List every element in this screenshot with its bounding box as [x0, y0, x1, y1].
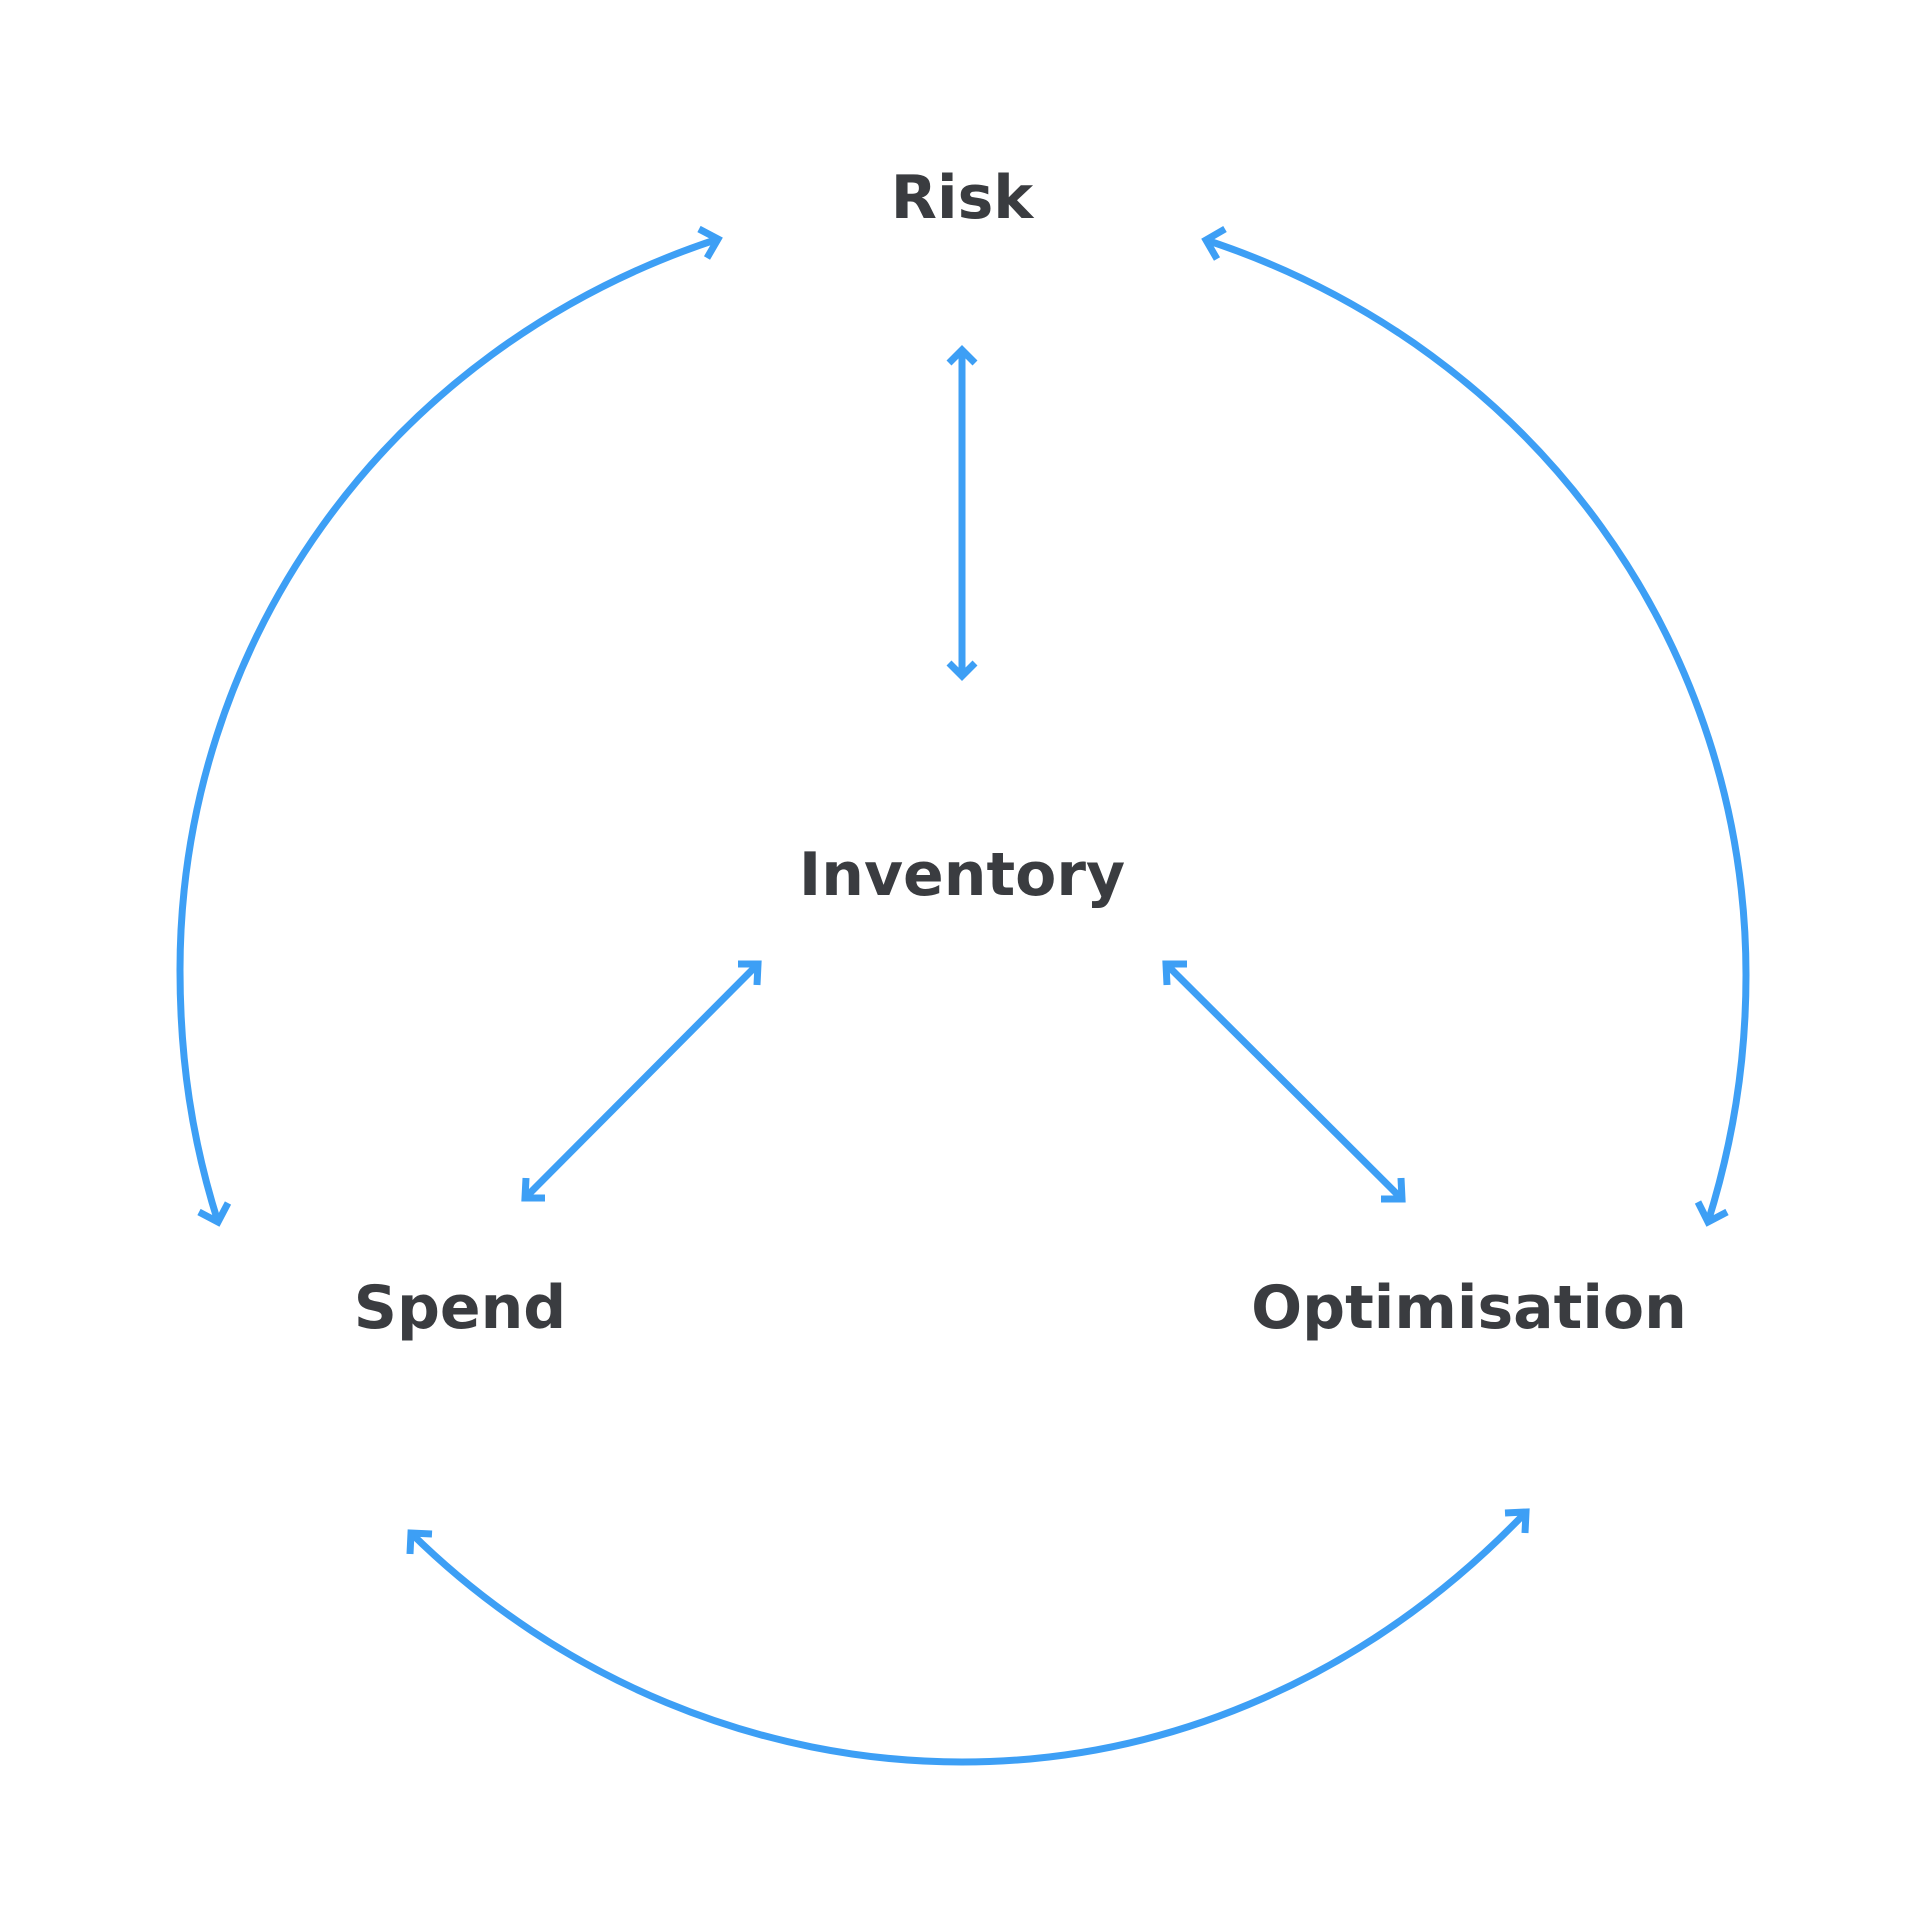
arrowhead-spend: [406, 1529, 433, 1555]
arrowhead-inventory: [946, 660, 978, 681]
edge-line: [1204, 236, 1750, 1224]
arrowhead-inventory: [1162, 960, 1187, 986]
edge-line: [408, 1509, 1529, 1766]
edge-spend-optimisation: [406, 1508, 1530, 1766]
edge-inventory-spend: [521, 960, 762, 1202]
arrowhead-risk: [946, 345, 978, 366]
arrowhead-spend: [521, 1177, 545, 1202]
node-inventory-label: Inventory: [799, 840, 1125, 910]
arrowhead-spend: [197, 1201, 232, 1227]
edge-risk-spend: [176, 225, 723, 1227]
edge-line: [1163, 961, 1405, 1202]
arrowhead-inventory: [738, 960, 762, 986]
edge-inventory-optimisation: [1162, 960, 1406, 1203]
node-risk-label: Risk: [891, 163, 1035, 233]
arrowhead-optimisation: [1504, 1508, 1530, 1534]
edge-line: [522, 961, 761, 1201]
node-optimisation-label: Optimisation: [1251, 1273, 1687, 1343]
arrowhead-optimisation: [1694, 1200, 1729, 1227]
edge-line: [176, 235, 720, 1224]
edge-risk-optimisation: [1201, 225, 1750, 1227]
arrowhead-optimisation: [1381, 1177, 1406, 1203]
node-spend-label: Spend: [354, 1273, 567, 1343]
arrowhead-risk: [697, 225, 723, 260]
arrowhead-risk: [1201, 225, 1227, 261]
edge-risk-inventory: [946, 345, 978, 681]
